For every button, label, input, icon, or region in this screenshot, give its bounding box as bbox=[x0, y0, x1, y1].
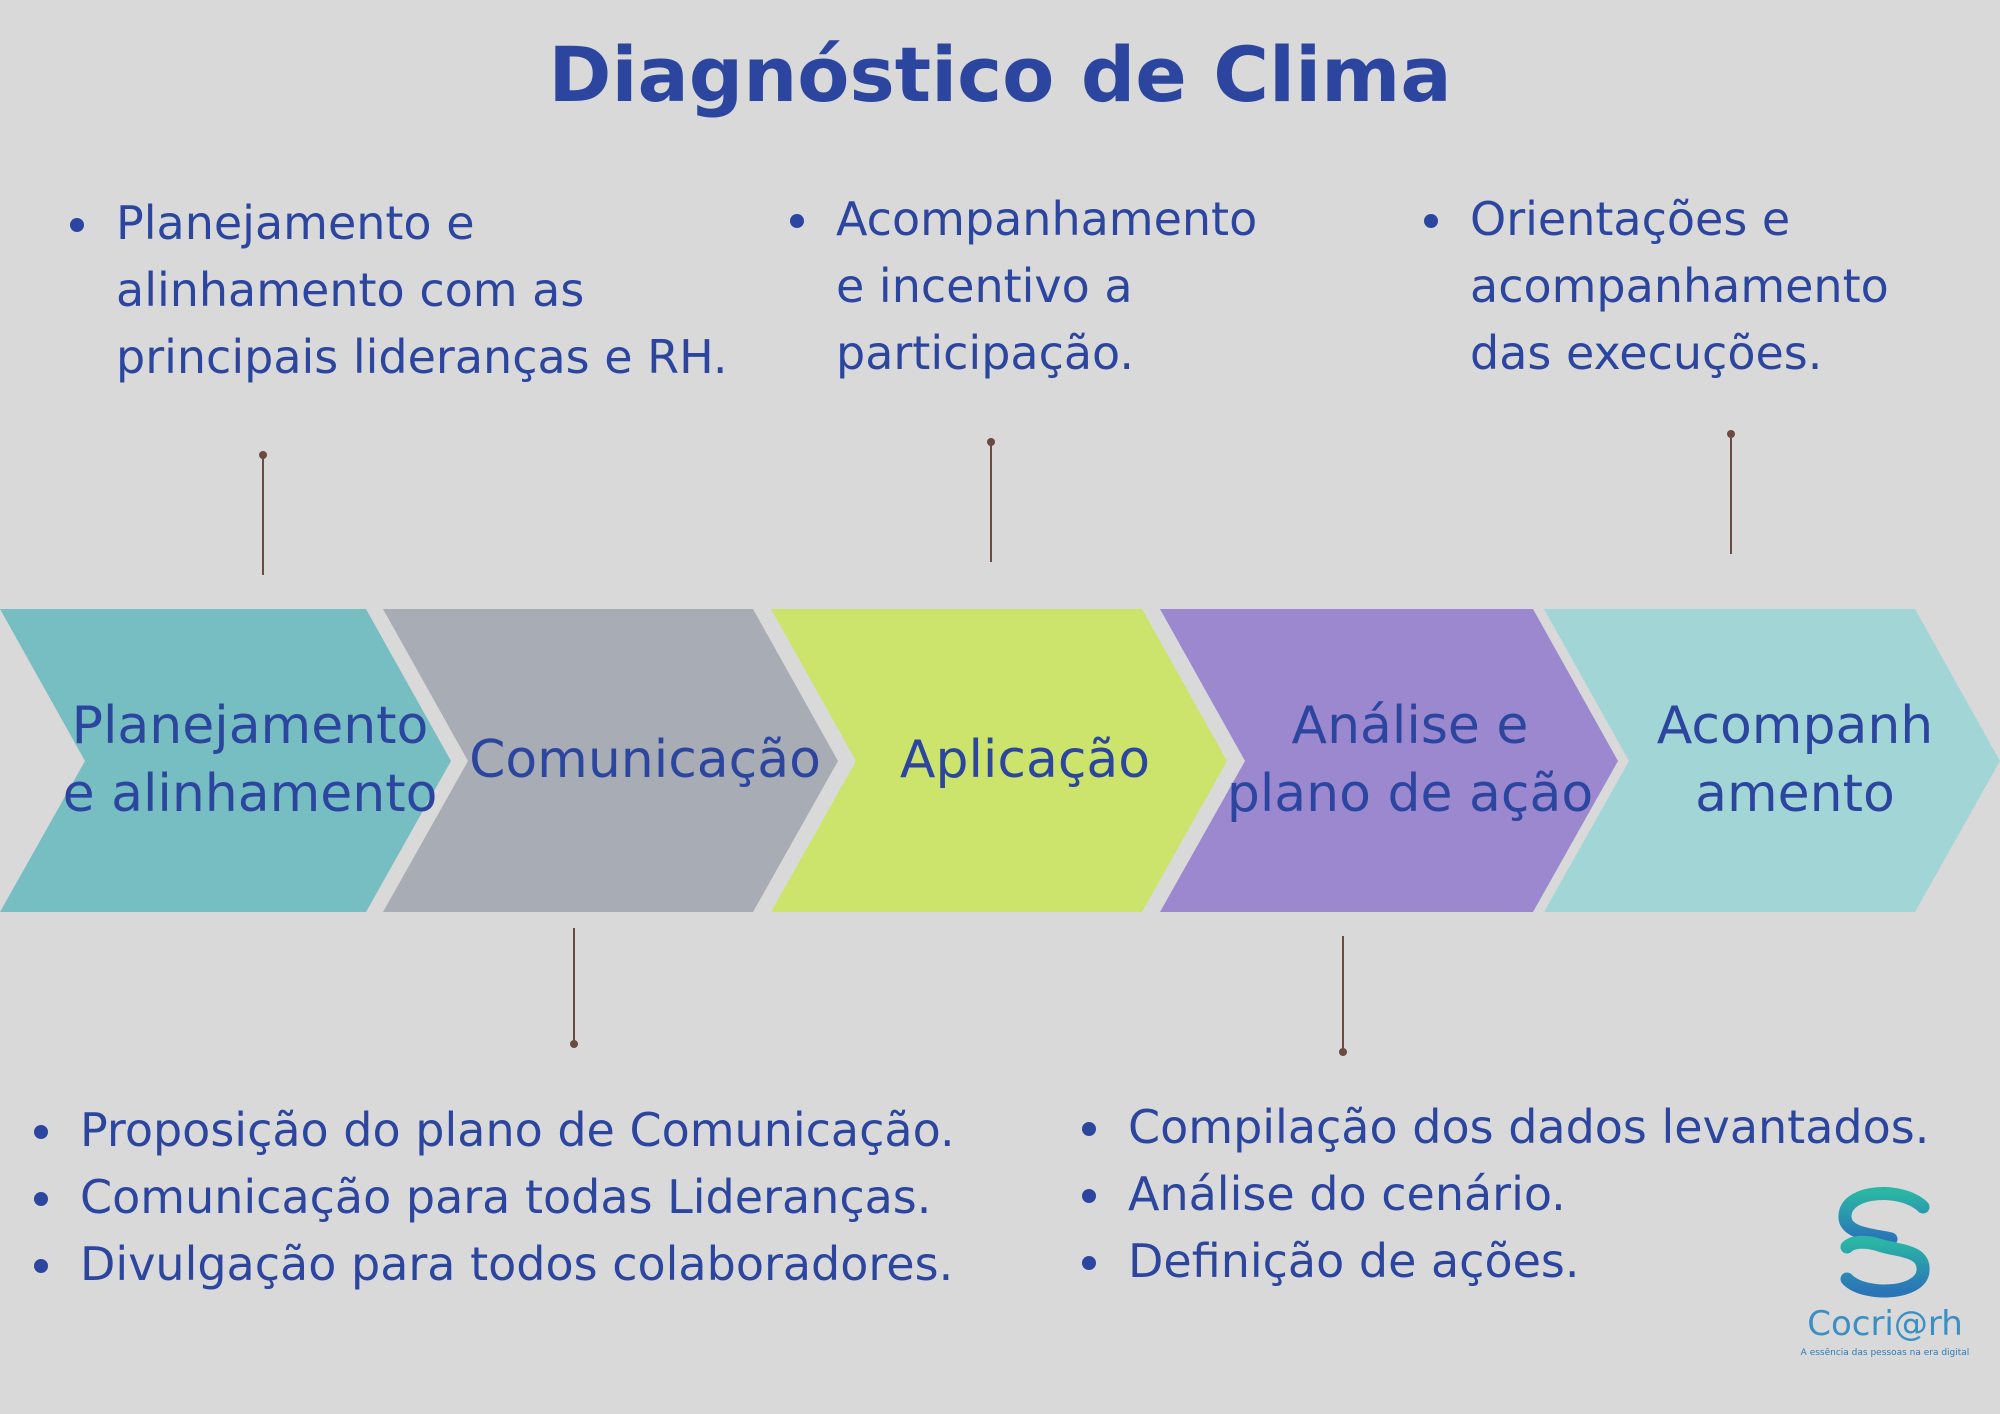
note-bullet: Compilação dos dados levantados. bbox=[1080, 1094, 1929, 1161]
step-label-comunicacao: Comunicação bbox=[469, 730, 821, 790]
chevron-aplicacao bbox=[771, 609, 1227, 912]
note-bullet: Definição de ações. bbox=[1080, 1228, 1929, 1295]
diagram-title: Diagnóstico de Clima bbox=[548, 30, 1452, 119]
chevron-acompanhamento bbox=[1544, 609, 2000, 912]
note-bullet: Divulgação para todos colaboradores. bbox=[32, 1231, 955, 1298]
logo-name: Cocri@rh bbox=[1807, 1304, 1963, 1344]
logo-mark-icon bbox=[1838, 1187, 1930, 1298]
chevron-analise bbox=[1160, 609, 1618, 912]
note-bullet: Proposição do plano de Comunicação. bbox=[32, 1097, 955, 1164]
step-label-aplicacao: Aplicação bbox=[899, 730, 1151, 790]
note-bullet: Análise do cenário. bbox=[1080, 1161, 1929, 1228]
chevron-comunicacao bbox=[383, 609, 838, 912]
logo: Cocri@rh A essência das pessoas na era d… bbox=[1785, 1185, 1985, 1365]
chevron-planejamento bbox=[0, 609, 451, 912]
note-bullet: Comunicação para todas Lideranças. bbox=[32, 1164, 955, 1231]
notes-comunicacao: Proposição do plano de Comunicação. Comu… bbox=[32, 1097, 955, 1298]
notes-analise: Compilação dos dados levantados. Análise… bbox=[1080, 1094, 1929, 1295]
logo-tagline: A essência das pessoas na era digital bbox=[1800, 1348, 1970, 1358]
